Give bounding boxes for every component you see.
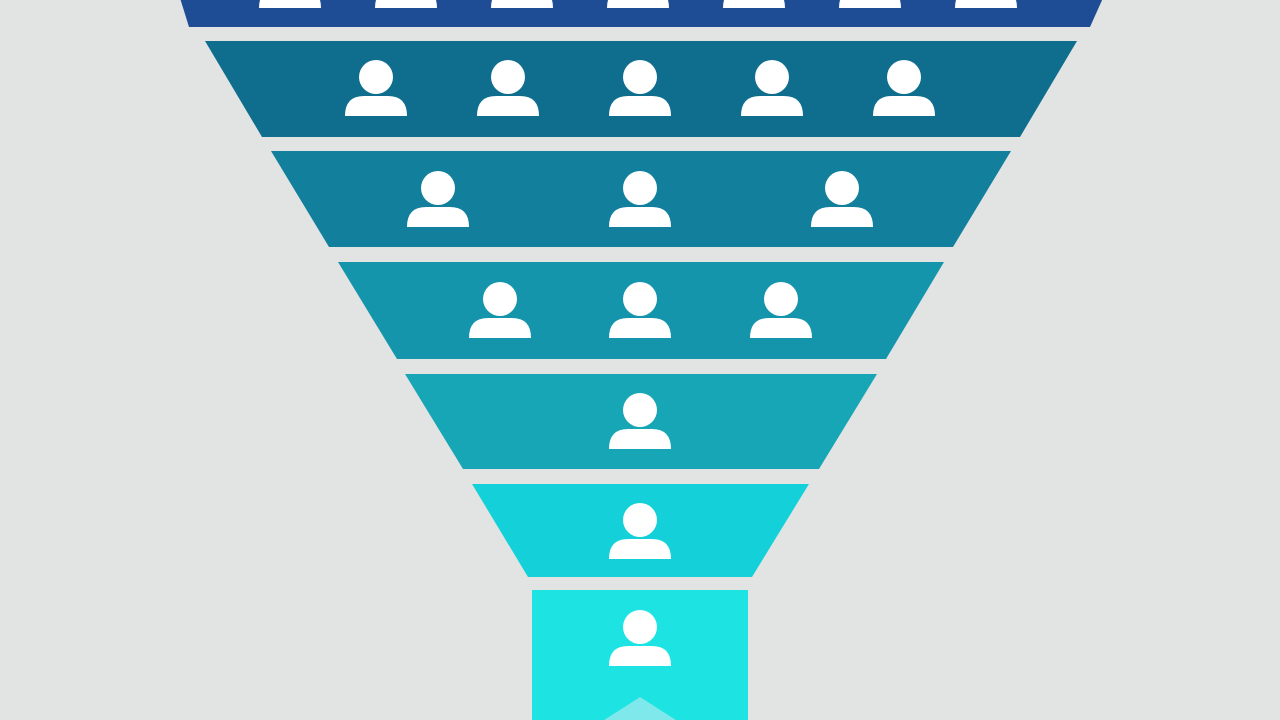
person-body	[609, 646, 671, 666]
person-body	[609, 207, 671, 227]
person-body	[839, 0, 901, 8]
person-icon	[609, 282, 671, 338]
person-head	[623, 393, 657, 427]
person-body	[491, 0, 553, 8]
person-body	[477, 96, 539, 116]
person-icon	[407, 171, 469, 227]
person-body	[609, 429, 671, 449]
person-icon	[839, 0, 901, 8]
person-icon	[469, 282, 531, 338]
person-icon	[811, 171, 873, 227]
person-body	[609, 96, 671, 116]
person-head	[623, 171, 657, 205]
person-icon	[259, 0, 321, 8]
person-body	[609, 318, 671, 338]
person-icon	[609, 60, 671, 116]
person-head	[623, 60, 657, 94]
person-head	[491, 60, 525, 94]
person-head	[887, 60, 921, 94]
person-icon	[609, 610, 671, 666]
person-head	[825, 171, 859, 205]
person-body	[469, 318, 531, 338]
person-icon	[955, 0, 1017, 8]
person-body	[750, 318, 812, 338]
person-body	[345, 96, 407, 116]
funnel-stage-3	[271, 151, 1011, 247]
person-head	[421, 171, 455, 205]
person-body	[375, 0, 437, 8]
person-icon	[723, 0, 785, 8]
person-body	[873, 96, 935, 116]
person-icon	[607, 0, 669, 8]
person-head	[623, 503, 657, 537]
funnel	[180, 0, 1103, 720]
person-body	[741, 96, 803, 116]
person-icon	[491, 0, 553, 8]
person-icon	[741, 60, 803, 116]
funnel-stage-6	[472, 484, 809, 577]
person-body	[407, 207, 469, 227]
funnel-stage-7	[532, 590, 748, 720]
person-icon	[609, 393, 671, 449]
person-icon	[375, 0, 437, 8]
person-icon	[750, 282, 812, 338]
person-icon	[873, 60, 935, 116]
person-icon	[609, 503, 671, 559]
person-body	[609, 539, 671, 559]
person-head	[483, 282, 517, 316]
person-icon	[477, 60, 539, 116]
person-head	[764, 282, 798, 316]
person-icon	[609, 171, 671, 227]
funnel-stage-2	[205, 41, 1077, 137]
person-head	[359, 60, 393, 94]
person-body	[259, 0, 321, 8]
funnel-stage-1	[180, 0, 1103, 27]
person-icon	[345, 60, 407, 116]
person-body	[723, 0, 785, 8]
chevron-up-icon	[604, 697, 676, 720]
person-body	[811, 207, 873, 227]
person-head	[755, 60, 789, 94]
person-head	[623, 282, 657, 316]
person-body	[955, 0, 1017, 8]
person-body	[607, 0, 669, 8]
person-head	[623, 610, 657, 644]
funnel-stage-5	[405, 374, 877, 469]
funnel-stage-4	[338, 262, 944, 359]
